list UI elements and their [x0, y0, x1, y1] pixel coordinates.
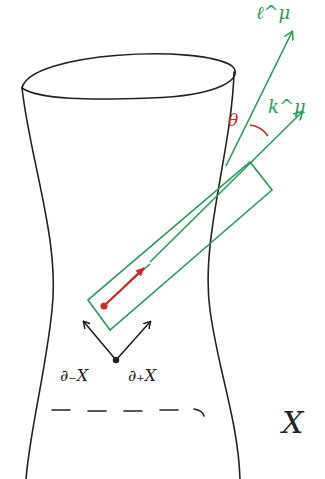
tube-outline [22, 54, 240, 479]
patch-rectangle [88, 32, 302, 330]
tangent-vectors [84, 322, 150, 363]
vector-label: k^μ [268, 98, 306, 116]
angle-arc [250, 125, 268, 136]
tangent-label: ∂₊X [128, 368, 156, 384]
vector-label: ℓ^μ [256, 4, 290, 22]
tangent-label: ∂₋X [60, 368, 88, 384]
field-label: X [282, 408, 303, 438]
red-vector [101, 268, 145, 310]
angle-label: θ [228, 112, 238, 129]
